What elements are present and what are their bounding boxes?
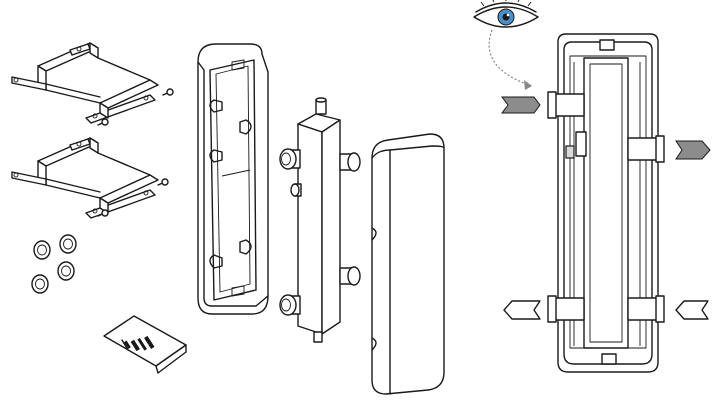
assembled-nozzle-right-lower (627, 295, 665, 323)
mounting-bracket-bottom (11, 137, 159, 219)
assembled-nozzle-right-upper (627, 135, 665, 163)
screw-bottom-a (157, 178, 169, 186)
insulation-shell-front (371, 133, 445, 395)
assembled-nozzle-left-lower (547, 295, 585, 323)
return-arrow-icon-left (503, 300, 541, 320)
eye-icon (473, 0, 539, 28)
view-direction-arrow (488, 29, 533, 90)
nozzle-right-lower (339, 266, 361, 286)
flow-out-arrow-icon (675, 140, 711, 160)
hydraulic-separator-body (279, 97, 361, 343)
assembled-separator (547, 33, 665, 373)
sealing-rings (31, 234, 77, 294)
instruction-leaflet (103, 315, 187, 374)
return-arrow-icon-right (675, 300, 709, 320)
screw-bottom-b (97, 209, 109, 217)
insulation-shell-rear (197, 43, 269, 315)
flow-in-arrow-icon (501, 96, 541, 114)
nozzle-left-lower (279, 294, 301, 316)
screw-top-b (97, 118, 109, 126)
mounting-bracket-top (11, 42, 159, 124)
nozzle-left-upper (279, 148, 301, 170)
assembled-nozzle-left-upper (547, 91, 585, 119)
screw-top-a (162, 88, 174, 96)
nozzle-left-mid (290, 183, 302, 197)
nozzle-right-upper (339, 152, 361, 172)
